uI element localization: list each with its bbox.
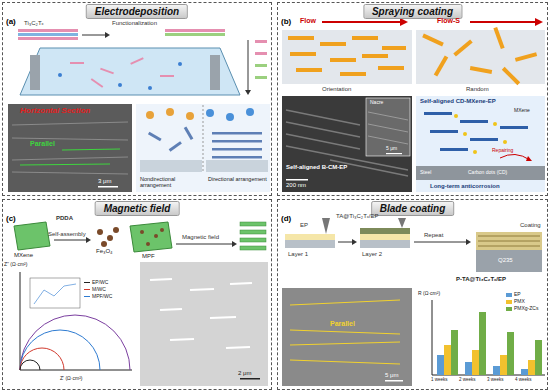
magnetic-schematic — [14, 222, 266, 252]
nacre-texture — [368, 112, 408, 144]
legend-swatch — [506, 293, 512, 297]
figure-label: (b) — [281, 18, 291, 27]
legend-entry: MPF/WC — [84, 294, 112, 299]
figure-label: 5 μm — [385, 372, 398, 379]
electrodeposition-schematic — [18, 29, 267, 95]
spraying-schematic — [282, 18, 545, 85]
panel-heading: Spraying coating — [363, 4, 462, 19]
figure-label: MPF — [142, 253, 155, 260]
panel-frame: Electrodeposition — [2, 2, 272, 196]
figure-label: 2 weeks — [459, 378, 476, 383]
figure-label: 3 weeks — [487, 378, 504, 383]
panel-heading: Magnetic field — [95, 201, 180, 216]
sem-image — [8, 104, 132, 192]
figure-label: R (Ω·cm²) — [418, 291, 440, 297]
figure-label: Long-term anticorrosion — [430, 183, 500, 190]
figure-label: Flow-S — [437, 17, 460, 25]
panel-heading: Electrodeposition — [86, 4, 188, 19]
figure-label: Q235 — [498, 257, 513, 264]
figure-label: PDDA — [56, 215, 73, 222]
aligned-flakes — [150, 279, 252, 348]
figure-label: EP — [300, 222, 308, 229]
figure-label: MXene — [514, 108, 530, 114]
figure-label: Fe₃O₄ — [96, 248, 113, 255]
figure-label: Horizontal Section — [20, 107, 90, 116]
figure-label: 1 weeks — [431, 378, 448, 383]
parallel-marks — [290, 300, 400, 364]
arrangement-illustration-detail — [140, 105, 268, 172]
figure-label: Repeat — [424, 232, 443, 239]
legend-text: PMXg-ZCs — [514, 306, 538, 311]
sem-image — [282, 96, 412, 192]
figure-label: Random — [466, 86, 489, 93]
legend-text: PMX — [514, 299, 525, 304]
figure-label: Coating — [520, 222, 541, 229]
sem-image — [282, 288, 412, 386]
figure-label: Layer 1 — [288, 251, 308, 258]
figure-label: Carbon dots (CD) — [468, 170, 507, 176]
legend-entry: M/WC — [84, 287, 106, 292]
figure-label: P-TA@Ti₃C₂Tₓ/EP — [456, 276, 506, 283]
figure-label: Self-assembly — [48, 231, 86, 238]
figure-label: 200 nm — [286, 182, 306, 189]
legend-swatch — [506, 307, 512, 311]
legend-text: EP — [514, 292, 521, 297]
figure-label: (d) — [281, 215, 291, 224]
legend-text: EP/WC — [92, 280, 108, 285]
sem-texture — [12, 122, 128, 174]
sem-image — [140, 262, 268, 386]
legend-text: MPF/WC — [92, 294, 112, 299]
figure-label: 3 μm — [98, 178, 111, 185]
figure-label: Layer 2 — [362, 251, 382, 258]
parallel-marks — [20, 149, 120, 165]
legend-line — [84, 289, 90, 290]
figure-label: Self-aligned B-CM-EP — [286, 164, 347, 171]
figure-label: MXene — [14, 252, 33, 259]
legend-line — [84, 282, 90, 283]
figure-label: (c) — [6, 215, 16, 224]
legend-entry: PMX — [506, 299, 525, 304]
panel-frame: Magnetic field — [2, 199, 272, 390]
arrangement-illustration — [136, 104, 270, 192]
figure-label: 4 weeks — [515, 378, 532, 383]
figure-label: Z'' (Ω·cm²) — [4, 262, 27, 268]
figure-label: Repairing — [492, 148, 513, 154]
figure-label: Orientation — [322, 86, 351, 93]
legend-text: M/WC — [92, 287, 106, 292]
figure-label: TA@Ti₃C₂Tₓ/EP — [336, 213, 379, 220]
nyquist-plot — [20, 272, 132, 370]
legend-entry: EP — [506, 292, 521, 297]
legend-entry: EP/WC — [84, 280, 108, 285]
figure-label: Z' (Ω·cm²) — [60, 376, 82, 382]
inset-image — [366, 98, 410, 156]
figure-label: 2 μm — [238, 370, 251, 377]
figure-label: 5 μm — [386, 146, 397, 152]
figure-label: Parallel — [30, 140, 55, 148]
figure-label: Flow — [300, 17, 316, 25]
figure-label: Steel — [420, 170, 431, 176]
legend-entry: PMXg-ZCs — [506, 306, 538, 311]
figure-label: Magnetic field — [182, 234, 219, 241]
figure-label: Ti₃C₂Tₓ — [24, 20, 44, 27]
figure-label: Functionalization — [112, 20, 157, 27]
blade-schematic — [285, 218, 542, 272]
figure-label: Self-aligned CD-MXene-EP — [420, 98, 496, 105]
anticorrosion-detail — [416, 112, 545, 180]
anticorrosion-illustration — [416, 96, 545, 192]
figure-label: Nacre — [370, 100, 383, 106]
figure-label: Parallel — [330, 320, 355, 328]
legend-line — [84, 296, 90, 297]
figure-label: (a) — [6, 18, 16, 27]
figure-label: Directional arrangement — [208, 176, 268, 182]
legend-swatch — [506, 300, 512, 304]
bar-chart — [432, 300, 545, 375]
figure-label: Nondirectional arrangement — [140, 176, 202, 188]
panel-heading: Blade coating — [371, 201, 455, 216]
